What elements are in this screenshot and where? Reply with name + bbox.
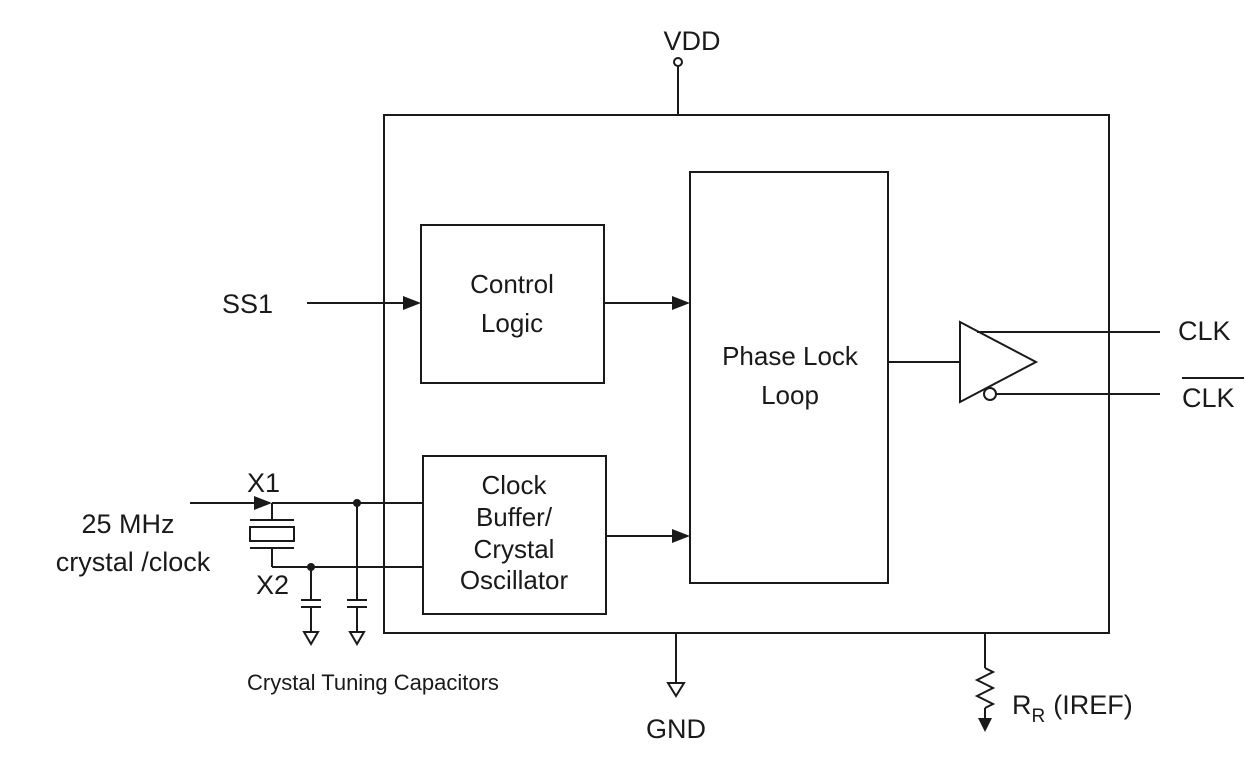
vdd-label: VDD (663, 26, 720, 56)
input-line-2: crystal /clock (56, 547, 211, 577)
rr-arrow (978, 718, 992, 732)
clk-bar-label: CLK (1182, 383, 1235, 413)
clock-buffer-block (422, 455, 607, 615)
clock-buffer-line-4: Oscillator (460, 565, 569, 595)
pll-block (689, 171, 889, 584)
rr-resistor (974, 667, 996, 709)
pll-line-2: Loop (761, 380, 819, 410)
pll-line-1: Phase Lock (722, 341, 859, 371)
clock-buffer-line-3: Crystal (474, 534, 555, 564)
x1-label: X1 (247, 468, 280, 498)
ss1-arrow (403, 296, 421, 310)
input-line-1: 25 MHz (81, 509, 174, 539)
cap2-ground-symbol (348, 631, 366, 646)
buffer-to-pll-arrow (672, 529, 690, 543)
input-arrow (254, 496, 272, 510)
clk-label: CLK (1178, 316, 1231, 346)
vdd-pin (673, 57, 683, 67)
control-to-pll-arrow (672, 296, 690, 310)
output-buffer (959, 320, 1039, 404)
inverting-bubble (983, 387, 997, 401)
clock-buffer-line-2: Buffer/ (476, 502, 553, 532)
cap1-ground-symbol (302, 631, 320, 646)
ss1-label: SS1 (222, 289, 273, 319)
caption-label: Crystal Tuning Capacitors (247, 670, 499, 695)
control-logic-line-1: Control (470, 269, 554, 299)
control-logic-line-2: Logic (481, 308, 543, 338)
control-logic-block (420, 224, 605, 384)
gnd-symbol (666, 682, 686, 698)
clock-buffer-line-1: Clock (481, 470, 547, 500)
gnd-label: GND (646, 714, 706, 744)
crystal-body (249, 526, 295, 542)
rr-label: RR(IREF) (1012, 690, 1133, 727)
chip-outline (383, 114, 1110, 634)
x2-label: X2 (256, 570, 289, 600)
